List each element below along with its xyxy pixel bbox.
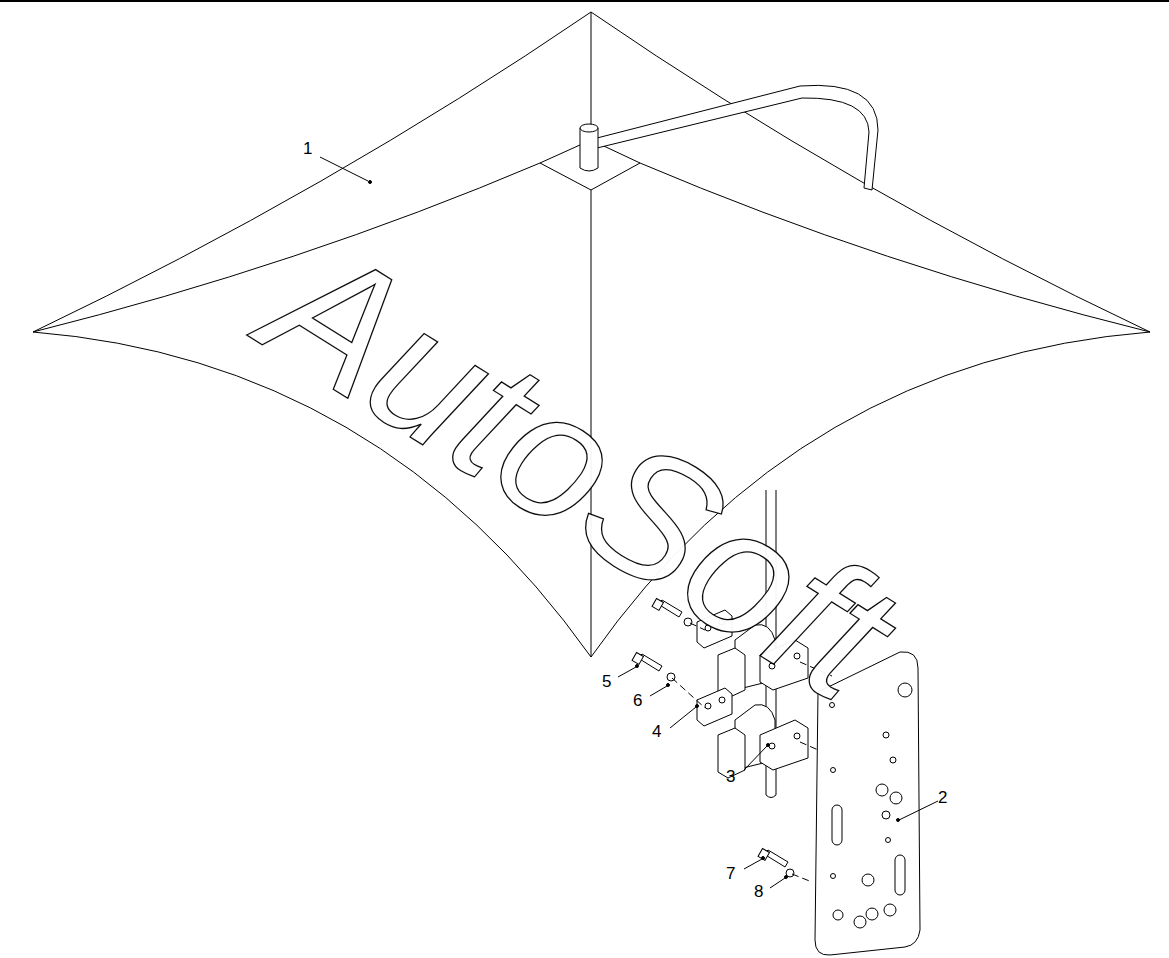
- canopy-mast: [580, 85, 878, 190]
- callout-number: 7: [726, 865, 735, 882]
- callout-number: 8: [754, 883, 763, 900]
- callout-number: 2: [938, 789, 947, 806]
- callout-number: 5: [602, 673, 611, 690]
- callout-number: 3: [726, 768, 735, 785]
- callout-number: 1: [303, 140, 312, 157]
- top-rule: [0, 0, 1169, 2]
- watermark: AutoSoft: [240, 211, 921, 730]
- callout-number: 6: [633, 692, 642, 709]
- callout-number: 4: [652, 723, 661, 740]
